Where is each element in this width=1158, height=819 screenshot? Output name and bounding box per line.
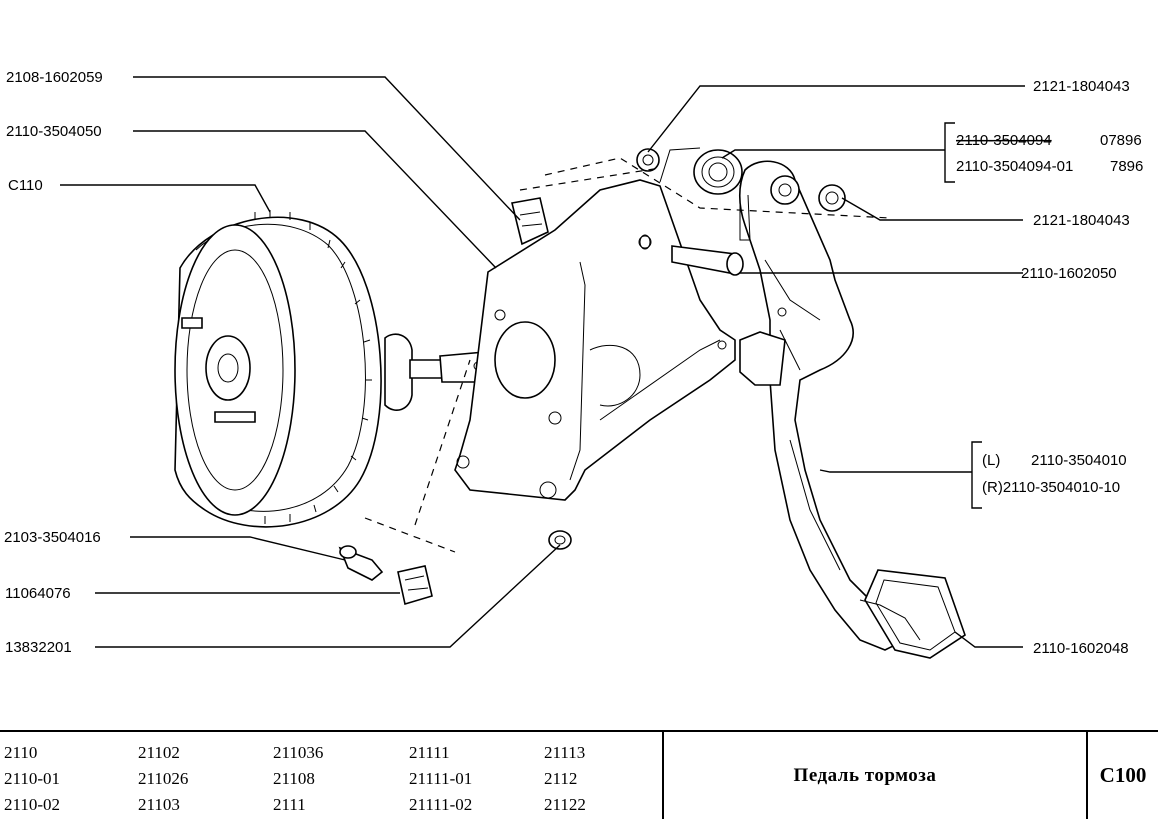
model-code: 2111 [273, 795, 306, 814]
label-2110-3504094-01-suffix: 7896 [1110, 158, 1143, 175]
model-column: 211036 21108 2111 [273, 740, 323, 818]
model-code: 21102 [138, 743, 180, 762]
label-13832201: 13832201 [5, 639, 72, 656]
label-2110-1602050: 2110-1602050 [1021, 265, 1117, 282]
diagram-title-cell: Педаль тормоза [664, 732, 1088, 819]
model-code: 211026 [138, 769, 189, 788]
model-code: 2110 [4, 743, 38, 762]
exploded-parts-diagram: 2108-1602059 2110-3504050 C110 2103-3504… [4, 69, 1143, 659]
diagram-title: Педаль тормоза [793, 764, 937, 786]
model-code: 21122 [544, 795, 586, 814]
clip-top [511, 197, 549, 246]
return-spring [659, 147, 751, 241]
model-code: 21111-02 [409, 795, 473, 814]
label-2110-3504094-01: 2110-3504094-01 [956, 158, 1073, 175]
bushings [636, 148, 846, 212]
model-code: 21111 [409, 743, 450, 762]
label-c110: C110 [8, 177, 43, 194]
model-code: 2110-02 [4, 795, 61, 814]
nut [548, 530, 572, 550]
model-column: 21102 211026 21103 [138, 740, 188, 818]
model-code: 21103 [138, 795, 180, 814]
label-2110-3504050: 2110-3504050 [6, 123, 102, 140]
leader-lines [60, 76, 1025, 648]
model-code: 21108 [273, 769, 315, 788]
model-code: 2110-01 [4, 769, 61, 788]
model-column: 21113 2112 21122 [544, 740, 586, 818]
label-2110-3504010: 2110-3504010 [1031, 452, 1127, 469]
label-2110-3504010-10: (R)2110-3504010-10 [982, 479, 1120, 496]
label-11064076: 11064076 [5, 585, 71, 602]
section-code-cell: C100 [1088, 732, 1158, 819]
brake-booster [174, 210, 489, 528]
pivot-axle [639, 234, 744, 276]
pedal-bracket [454, 179, 736, 501]
label-left-variant: (L) [982, 452, 1000, 469]
label-2110-3504094-suffix: 07896 [1100, 132, 1142, 149]
model-list: 2110 2110-01 2110-02 21102 211026 21103 … [0, 732, 664, 819]
pin-and-clip [338, 545, 433, 606]
section-code: C100 [1099, 763, 1147, 787]
label-2110-1602048: 2110-1602048 [1033, 640, 1129, 657]
brake-pedal-arm [738, 160, 966, 659]
model-code: 21111-01 [409, 769, 473, 788]
model-code: 2112 [544, 769, 578, 788]
model-code: 21113 [544, 743, 586, 762]
model-column: 21111 21111-01 21111-02 [409, 740, 472, 818]
model-column: 2110 2110-01 2110-02 [4, 740, 60, 818]
model-code: 211036 [273, 743, 324, 762]
label-2121-1804043-top: 2121-1804043 [1033, 78, 1130, 95]
title-block: 2110 2110-01 2110-02 21102 211026 21103 … [0, 730, 1158, 819]
label-2110-3504094: 2110-3504094 [956, 132, 1052, 149]
label-2121-1804043-bottom: 2121-1804043 [1033, 212, 1130, 229]
label-2108-1602059: 2108-1602059 [6, 69, 103, 86]
label-2103-3504016: 2103-3504016 [4, 529, 101, 546]
